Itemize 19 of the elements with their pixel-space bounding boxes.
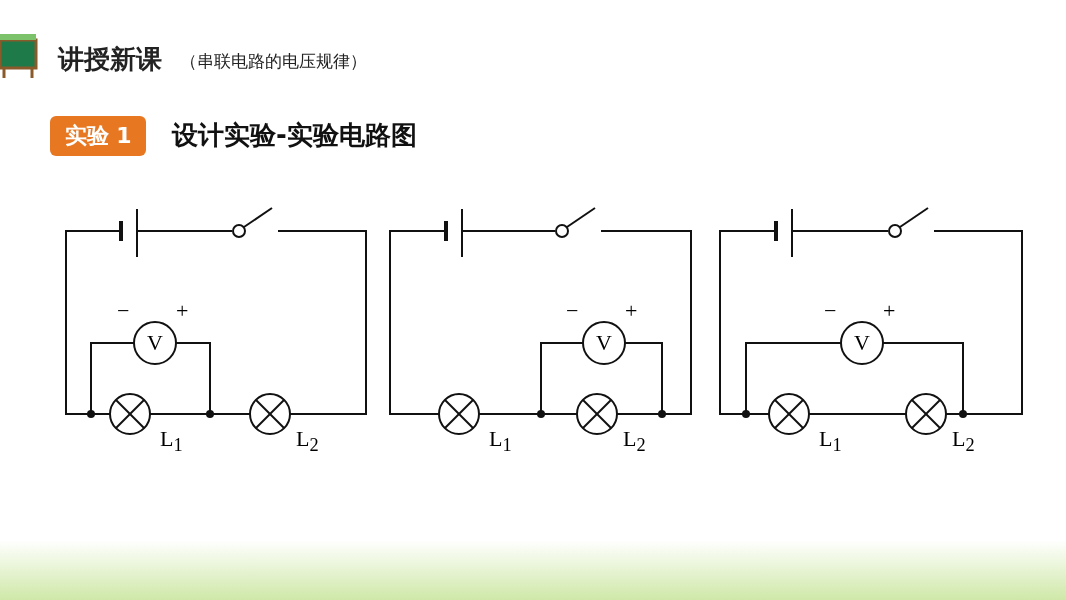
lamp-label: L$_{2}$ (623, 428, 646, 457)
experiment-badge: 实验 1 (50, 116, 146, 156)
plus-sign: + (176, 300, 189, 322)
minus-sign: − (566, 300, 579, 322)
subtitle: （串联电路的电压规律） (180, 50, 367, 73)
lamp-label: L$_{2}$ (952, 428, 975, 457)
plus-sign: + (883, 300, 896, 322)
voltmeter-symbol: V (147, 332, 163, 354)
minus-sign: − (117, 300, 130, 322)
slide-title: 讲授新课 (58, 43, 162, 76)
plus-sign: + (625, 300, 638, 322)
voltmeter-symbol: V (596, 332, 612, 354)
lamp-label: L$_{1}$ (819, 428, 842, 457)
section-heading: 设计实验-实验电路图 (172, 119, 417, 152)
lamp-label: L$_{1}$ (489, 428, 512, 457)
voltmeter-symbol: V (854, 332, 870, 354)
lamp-label: L$_{1}$ (160, 428, 183, 457)
minus-sign: − (824, 300, 837, 322)
lamp-label: L$_{2}$ (296, 428, 319, 457)
